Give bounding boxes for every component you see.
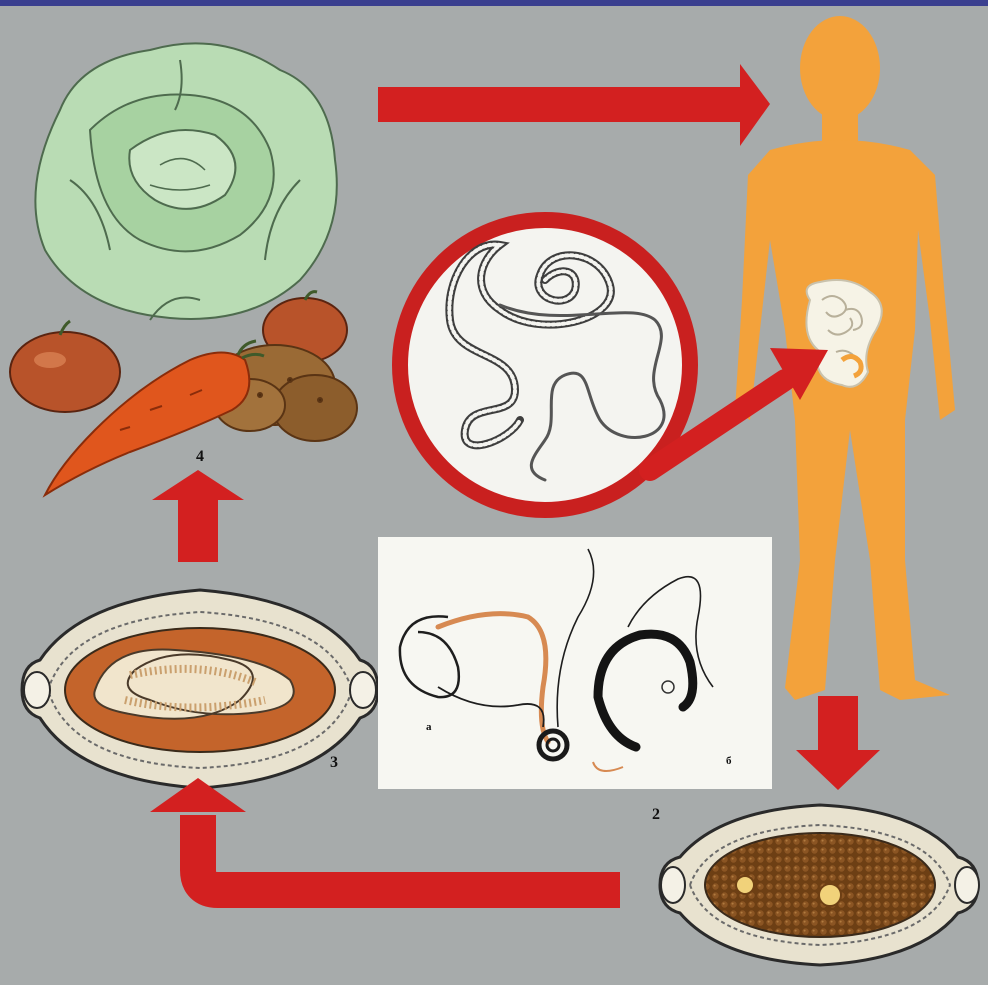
stage-label-2: 2 (652, 806, 660, 824)
arrow-larva-egg-to-food (152, 470, 244, 562)
stage-label-3: 3 (330, 754, 338, 772)
cabbage (35, 43, 336, 320)
arrow-human-to-egg (796, 696, 880, 790)
adult-worms-photo: а б (378, 537, 772, 789)
tomato-left (10, 321, 120, 412)
arrow-egg-to-larva-egg (198, 815, 620, 890)
arrow-food-to-human (378, 64, 770, 146)
larva-egg (22, 590, 378, 788)
stage-label-4: 4 (196, 448, 204, 466)
fertilized-egg (660, 805, 979, 965)
worm-label-a: а (426, 721, 432, 733)
worm-label-b: б (726, 755, 732, 767)
photo-worms (378, 537, 772, 789)
